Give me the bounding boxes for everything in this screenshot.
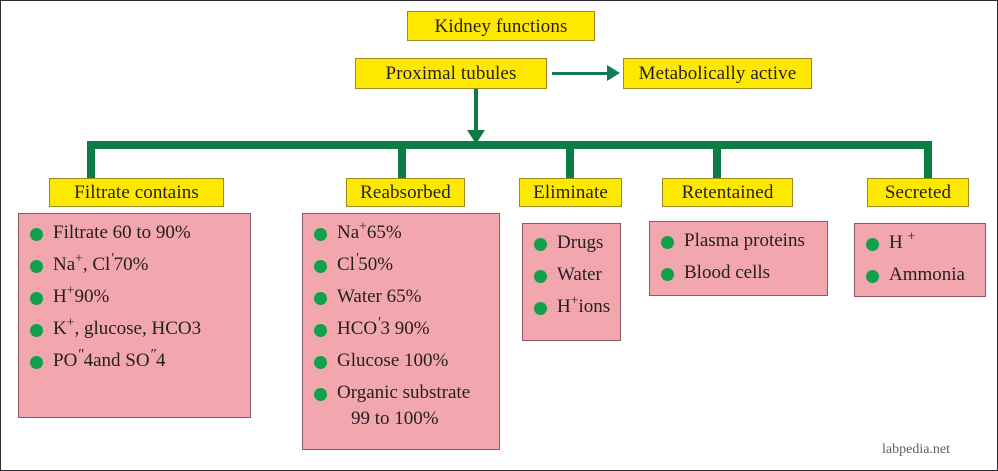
node-eliminate-label: Eliminate xyxy=(533,182,608,203)
list-item: H + xyxy=(865,229,977,253)
arrow-proximal-to-metabolic-head xyxy=(607,65,620,81)
node-secreted: Secreted xyxy=(867,178,969,207)
list-item-continuation: 99 to 100% xyxy=(351,407,439,429)
list-item: Ammonia xyxy=(865,264,977,285)
list-item: Water 65% xyxy=(313,286,491,307)
list-item: Water xyxy=(533,264,612,285)
superscript-charge: + xyxy=(66,282,75,298)
node-reabsorbed: Reabsorbed xyxy=(346,178,465,207)
connector-distribution-bar xyxy=(87,141,932,149)
list-item: Filtrate 60 to 90% xyxy=(29,223,242,243)
node-metabolically-active: Metabolically active xyxy=(623,58,812,89)
node-proximal-tubules: Proximal tubules xyxy=(355,58,547,89)
list-item: Na+65% xyxy=(313,219,491,243)
superscript-charge: + xyxy=(359,218,367,234)
list-item: H+90% xyxy=(29,283,242,307)
superscript-prime: ″ xyxy=(149,345,156,363)
superscript-prime: ′ xyxy=(354,249,359,267)
node-reabsorbed-label: Reabsorbed xyxy=(360,182,451,203)
panel-reabsorbed: Na+65% Cl′50% Water 65% HCO′3 90% Glucose 10… xyxy=(302,213,500,450)
list-item: H+ions xyxy=(533,293,612,317)
list-item: PO″4and SO″4 xyxy=(29,346,242,371)
list-item: HCO′3 90% xyxy=(313,314,491,339)
superscript-charge: + xyxy=(570,292,579,308)
list-filtrate-contains: Filtrate 60 to 90% Na+, Cl′70% H+90% K+, gl… xyxy=(29,223,242,371)
node-filtrate-contains-label: Filtrate contains xyxy=(74,182,199,203)
arrow-proximal-to-bar-shaft xyxy=(474,89,478,135)
node-retentained-label: Retentained xyxy=(681,182,774,203)
superscript-charge: + xyxy=(66,314,75,330)
node-retentained: Retentained xyxy=(662,178,793,207)
connector-stem-reabsorbed xyxy=(398,141,406,178)
list-item: K+, glucose, HCO3 xyxy=(29,315,242,339)
node-filtrate-contains: Filtrate contains xyxy=(49,178,224,207)
list-item: Glucose 100% xyxy=(313,350,491,371)
node-secreted-label: Secreted xyxy=(884,182,952,203)
arrow-proximal-to-bar-head xyxy=(467,130,485,144)
panel-filtrate-contains: Filtrate 60 to 90% Na+, Cl′70% H+90% K+, gl… xyxy=(18,213,251,418)
superscript-prime: ″ xyxy=(77,345,84,363)
node-proximal-tubules-label: Proximal tubules xyxy=(385,63,517,84)
connector-stem-retentained xyxy=(713,141,721,178)
list-reabsorbed: Na+65% Cl′50% Water 65% HCO′3 90% Glucose 10… xyxy=(313,219,491,429)
node-kidney-functions: Kidney functions xyxy=(407,11,595,41)
list-item: Blood cells xyxy=(660,262,819,283)
connector-stem-eliminate xyxy=(566,141,574,178)
list-item: Na+, Cl′70% xyxy=(29,251,242,275)
list-item: Cl′50% xyxy=(313,251,491,275)
superscript-charge: + xyxy=(907,228,916,244)
superscript-prime: ′ xyxy=(377,313,381,331)
superscript-prime: ′ xyxy=(110,249,114,267)
list-secreted: H + Ammonia xyxy=(865,229,977,285)
arrow-proximal-to-metabolic-shaft xyxy=(552,72,610,75)
superscript-charge: + xyxy=(75,250,83,266)
node-eliminate: Eliminate xyxy=(519,178,622,207)
list-item: Drugs xyxy=(533,233,612,253)
node-metabolically-active-label: Metabolically active xyxy=(638,63,797,84)
connector-stem-secreted xyxy=(924,141,932,178)
node-kidney-functions-label: Kidney functions xyxy=(434,15,568,37)
connector-stem-filtrate xyxy=(87,141,95,178)
panel-secreted: H + Ammonia xyxy=(854,223,986,297)
watermark-labpedia: labpedia.net xyxy=(882,442,951,457)
list-item: Plasma proteins xyxy=(660,231,819,251)
